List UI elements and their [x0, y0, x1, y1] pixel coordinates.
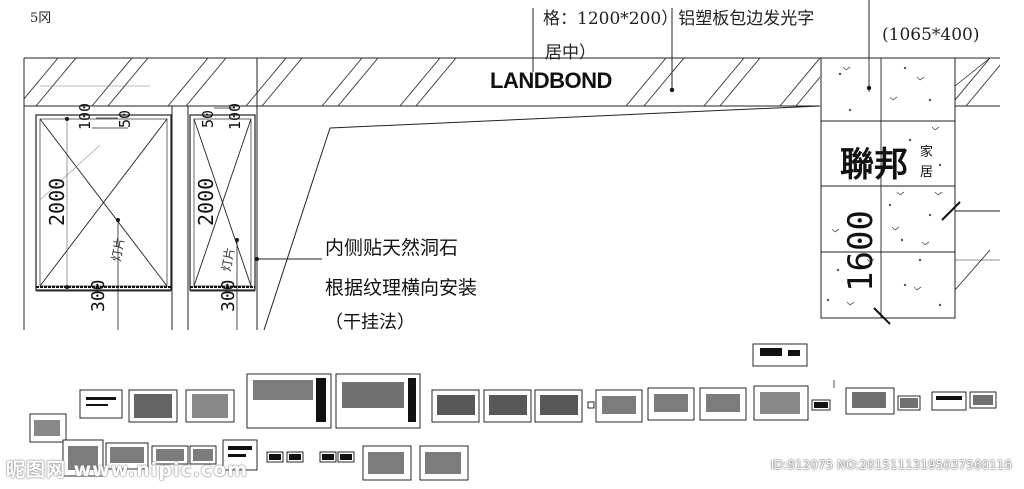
sheet-thumb [319, 451, 337, 463]
callout-line3: （干挂法） [325, 312, 415, 333]
left-glass-panel [35, 85, 172, 330]
sheet-thumb [128, 389, 178, 423]
sheet-thumb [752, 343, 808, 367]
sheet-thumb [483, 389, 532, 423]
dim-2000-left: 2000 [45, 178, 69, 226]
sheet-thumb [246, 373, 332, 429]
lianbang-logo-small-1: 家 [920, 144, 933, 160]
sheet-thumb [969, 391, 997, 409]
callout-line2: 根据纹理横向安装 [325, 277, 477, 299]
sheet-thumb [185, 389, 235, 423]
note-top-left-fragment: 5冈 [30, 11, 51, 26]
sheet-thumb [845, 387, 895, 415]
sheet-thumb [753, 385, 809, 421]
thumbnail-sheets [29, 343, 997, 481]
sheet-thumb [931, 391, 967, 411]
sheet-thumb [419, 445, 469, 481]
note-top-right: (1065*400) [882, 25, 979, 45]
sheet-thumb [222, 439, 258, 471]
dim-50-right: 50 [199, 110, 217, 128]
dim-100-right: 100 [226, 103, 244, 130]
dim-50-left: 50 [116, 110, 134, 128]
sheet-thumb [595, 389, 643, 423]
note-top-mid-line2: 居中） [545, 43, 596, 63]
dim-100-left: 100 [76, 103, 94, 130]
dim-1600: 1600 [841, 210, 881, 292]
note-top-mid: 格：1200*200）铝塑板包边发光字 [543, 9, 814, 29]
sheet-thumb [335, 373, 421, 429]
sheet-thumb [29, 413, 67, 443]
sheet-thumb [105, 442, 149, 470]
sheet-thumb [266, 451, 284, 463]
lianbang-logo-small-2: 居 [920, 165, 933, 180]
sheet-thumb [897, 395, 921, 411]
sheet-thumb [811, 399, 831, 411]
lianbang-logo: 聯邦 [840, 145, 908, 185]
header-band [24, 57, 1000, 107]
sheet-thumb [79, 389, 123, 419]
site-watermark: 昵图网 www.nipic.com [6, 459, 249, 481]
sheet-thumb [362, 445, 412, 481]
sheet-thumb [151, 445, 189, 465]
sheet-thumb [62, 439, 104, 477]
lamp-label-left: 灯片 [109, 236, 127, 262]
sheet-thumb [587, 401, 595, 409]
callout-line1: 内侧贴天然洞石 [325, 237, 458, 259]
dim-300-left: 300 [88, 279, 109, 312]
lamp-label-right: 灯片 [219, 246, 237, 272]
sheet-thumb [647, 387, 695, 421]
dim-300-right: 300 [218, 279, 239, 312]
sheet-thumb [534, 389, 583, 423]
dim-2000-right: 2000 [194, 178, 218, 226]
landbond-logo: LANDBOND [490, 68, 612, 93]
sheet-thumb [431, 389, 480, 423]
sheet-thumb [699, 387, 747, 421]
sheet-thumb [286, 451, 304, 463]
sheet-thumb [337, 451, 355, 463]
sheet-thumb [189, 445, 217, 465]
image-id-watermark: ID:812075 NO:20151113195037560116 [770, 458, 1012, 472]
right-glass-panel [189, 107, 259, 330]
stone-column [820, 57, 1000, 325]
